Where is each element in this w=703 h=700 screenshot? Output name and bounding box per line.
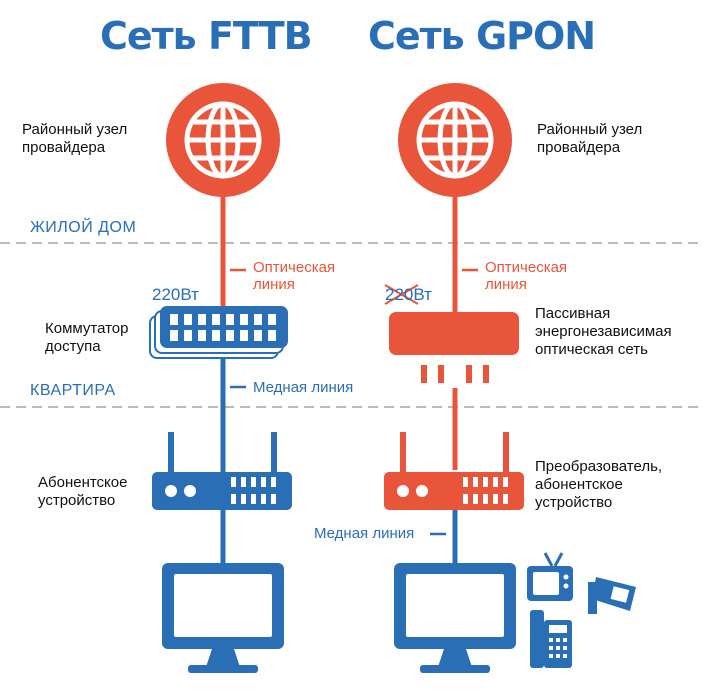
switch-icon (149, 306, 288, 359)
zone-apartment-label: КВАРТИРА (30, 382, 116, 399)
fttb-power-label: 220Вт (152, 285, 199, 304)
fttb-switch-label: Коммутатор доступа (45, 320, 129, 355)
camera-icon (588, 577, 636, 614)
splitter-icon (389, 312, 519, 383)
zone-house-label: ЖИЛОЙ ДОМ (30, 219, 137, 236)
router-icon (384, 432, 524, 510)
cross-out-icon (384, 284, 419, 305)
fttb-node-label: Районный узел провайдера (22, 121, 128, 156)
fttb-device-label: Абонентское устройство (38, 474, 128, 509)
gpon-node-label: Районный узел провайдера (537, 121, 643, 156)
gpon-passive-label: Пассивная энергонезависимая оптическая с… (535, 305, 672, 358)
fttb-title: Сеть FTTB (100, 14, 313, 58)
tv-icon (527, 552, 573, 601)
fttb-copper-label: Медная линия (253, 379, 354, 396)
gpon-power-label: 220Вт (385, 285, 432, 304)
gpon-copper-label: Медная линия (314, 525, 415, 542)
phone-icon (530, 610, 572, 668)
router-icon (152, 432, 292, 510)
monitor-icon (394, 563, 516, 673)
globe-icon (166, 83, 280, 197)
gpon-optical-label: Оптическая линия (485, 259, 568, 293)
gpon-converter-label: Преобразователь, абонентское устройство (535, 458, 663, 511)
fttb-optical-label: Оптическая линия (253, 259, 336, 293)
monitor-icon (162, 563, 284, 673)
globe-icon (398, 83, 512, 197)
gpon-title: Сеть GPON (368, 14, 596, 58)
